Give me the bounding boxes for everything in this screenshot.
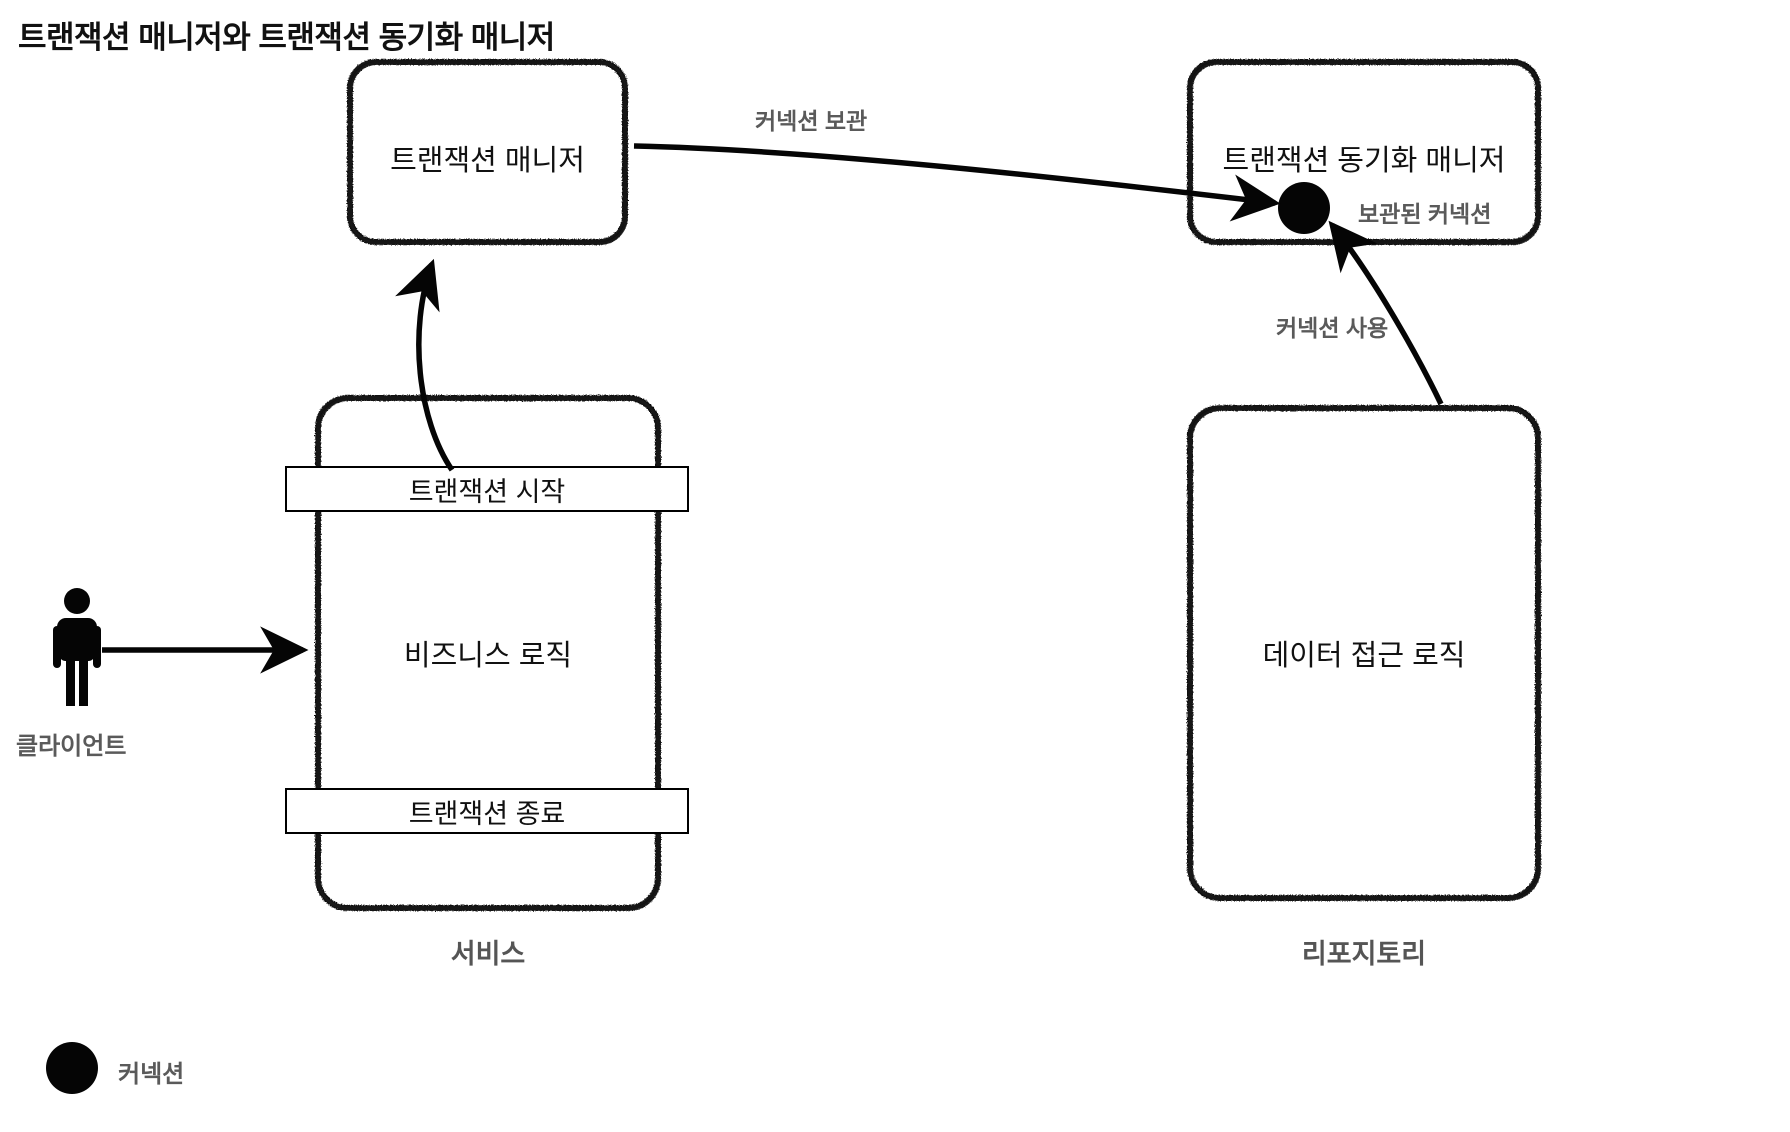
repository-border: [1187, 405, 1541, 901]
legend: 커넥션: [40, 1040, 300, 1100]
service-border: [315, 395, 661, 911]
stored-connection-annotation: 보관된 커넥션: [1358, 201, 1492, 227]
transaction-manager-label: 트랜잭션 매니저: [390, 145, 585, 177]
service-caption: 서비스: [450, 939, 526, 969]
transaction-sync-manager-label: 트랜잭션 동기화 매니저: [1222, 145, 1506, 177]
client-actor[interactable]: [48, 588, 106, 708]
node-service[interactable]: [313, 393, 663, 913]
client-label: 클라이언트: [16, 733, 127, 760]
service-bar-begin-transaction[interactable]: 트랜잭션 시작: [285, 466, 689, 512]
arrow-store-connection: [633, 143, 1281, 222]
stored-connection-dot: [1278, 182, 1330, 234]
service-bar-end-transaction[interactable]: 트랜잭션 종료: [285, 788, 689, 834]
edge-label-store-connection: 커넥션 보관: [755, 108, 868, 134]
person-icon: [53, 588, 101, 706]
transaction-manager-border: [347, 59, 628, 245]
repository-body-label: 데이터 접근 로직: [1262, 640, 1466, 672]
node-transaction-manager[interactable]: 트랜잭션 매니저: [345, 57, 630, 247]
edge-label-use-connection: 커넥션 사용: [1276, 315, 1389, 341]
page-title: 트랜잭션 매니저와 트랜잭션 동기화 매니저: [18, 20, 555, 55]
legend-connection-dot: [46, 1042, 98, 1094]
service-body-label: 비즈니스 로직: [403, 640, 573, 672]
repository-caption: 리포지토리: [1301, 939, 1427, 969]
node-repository[interactable]: [1185, 403, 1543, 903]
legend-connection-label: 커넥션: [118, 1061, 185, 1088]
